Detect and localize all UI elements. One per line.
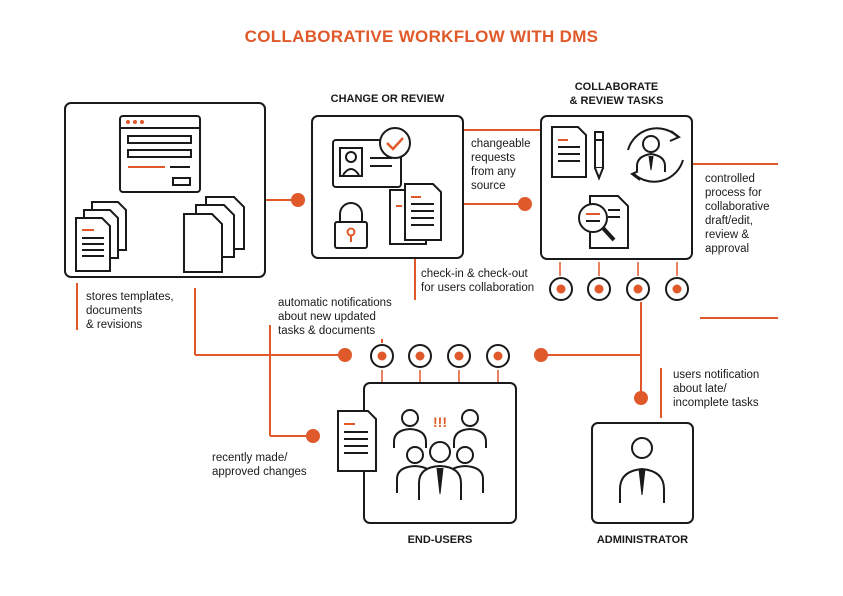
connector-dot [291,193,305,207]
end-users-heading: END-USERS [407,534,473,546]
changeable-note: changeable requests from any source [471,138,531,192]
connector-lines [76,129,778,437]
change-review-heading: CHANGE OR REVIEW [330,93,445,105]
document-icon [389,183,442,245]
connector-dot [634,391,648,405]
person-icon [636,135,666,172]
padlock-icon [334,202,368,249]
document-icon [337,410,377,472]
connector-dot [518,197,532,211]
page-title: COLLABORATIVE WORKFLOW WITH DMS [244,27,599,46]
connector-dot [306,429,320,443]
checkmark-icon [379,127,411,159]
connector-dot [338,348,352,362]
browser-window-icon [119,115,201,193]
refresh-cycle-icon [627,127,684,183]
pen-icon [594,131,604,181]
controlled-note: controlled process for collaborative dra… [705,173,770,255]
checkin-note: check-in & check-out for users collabora… [421,268,535,294]
recently-changes-note: recently made/ approved changes [212,452,307,478]
users-notification-note: users notification about late/ incomplet… [673,369,760,409]
collaborate-heading-line: COLLABORATE [574,81,659,93]
documents-icon [183,196,245,273]
stores-note: stores templates, documents & revisions [86,291,174,331]
collaborate-heading: COLLABORATE & REVIEW TASKS [541,80,692,108]
document-icon [551,126,587,178]
administrator-heading: ADMINISTRATOR [596,534,689,546]
automatic-notifications-note: automatic notifications about new update… [278,297,392,337]
administrator-icon [619,437,665,503]
team-icon: !!! [393,409,487,500]
collaborate-heading-line: & REVIEW TASKS [569,95,664,107]
connector-dots [291,193,648,443]
connector-dot [534,348,548,362]
documents-icon [75,201,127,272]
svg-text:!!!: !!! [433,414,447,430]
notification-rings [370,277,689,368]
magnifier-icon [578,195,629,249]
